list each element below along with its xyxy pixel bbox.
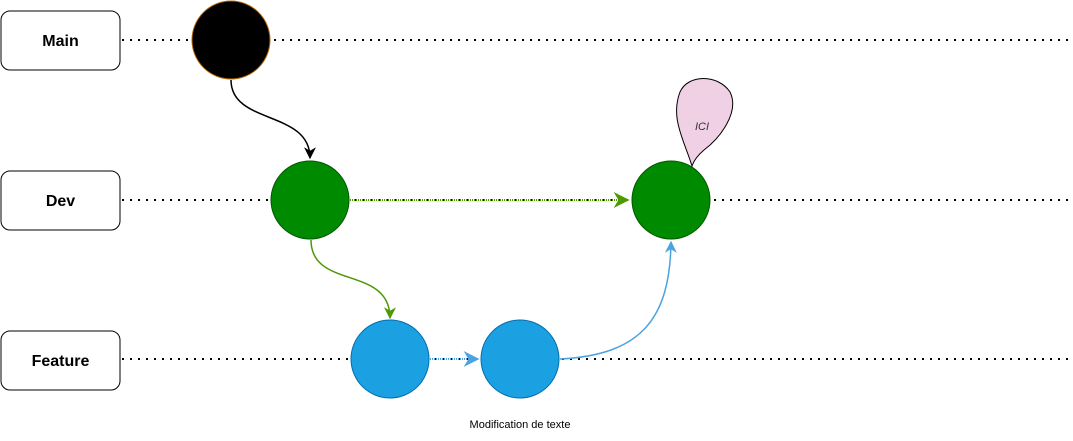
- feature-commit-2: [480, 319, 560, 399]
- dev-commit-merge: [631, 160, 711, 240]
- dev-to-feature-arrow: [310, 239, 396, 320]
- feature-commit-1: [350, 319, 430, 399]
- branch-feature: Feature: [0, 330, 121, 391]
- branch-main: Main: [0, 10, 121, 71]
- branch-main-label: Main: [42, 33, 78, 50]
- location-pin-icon: ICI: [676, 78, 734, 168]
- marker-label: ICI: [695, 121, 709, 133]
- branch-feature-label: Feature: [32, 353, 90, 370]
- feature-merge-arrow: [559, 240, 677, 360]
- feature-note: Modification de texte: [470, 419, 571, 431]
- main-commit: [191, 0, 271, 80]
- branch-dev: Dev: [0, 170, 121, 231]
- dev-commit-start: [270, 160, 350, 240]
- main-to-dev-arrow: [230, 79, 316, 160]
- branch-dev-label: Dev: [46, 193, 75, 210]
